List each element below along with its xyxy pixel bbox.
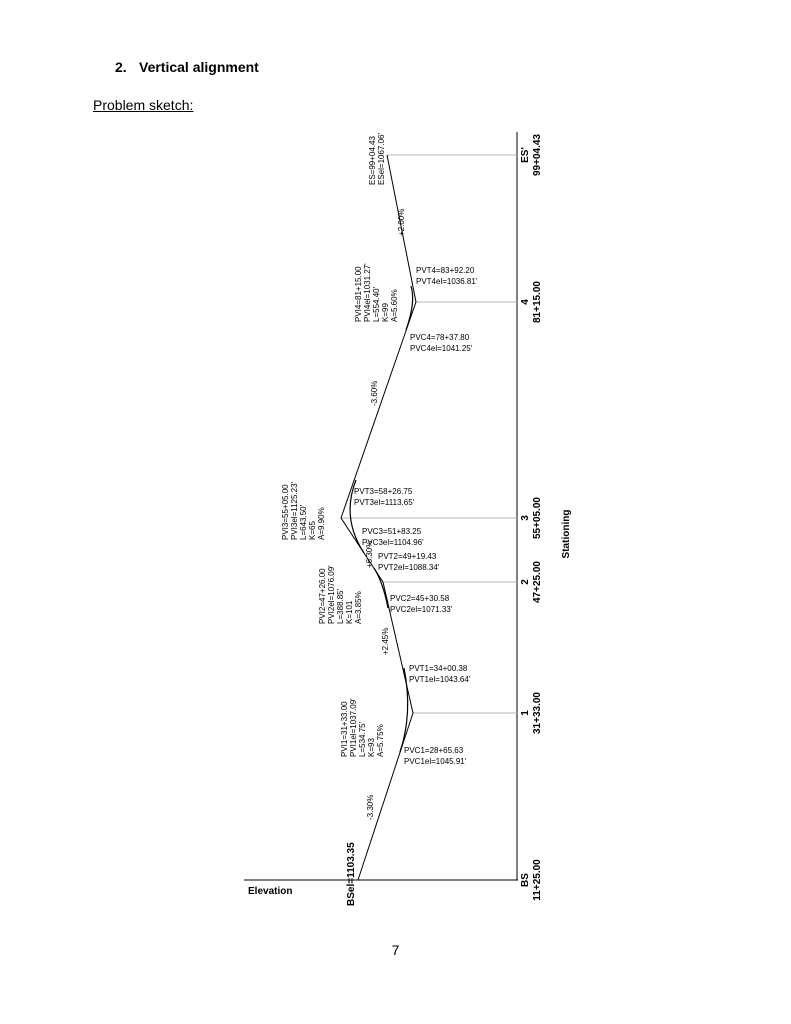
vertical-curve-1: [399, 667, 409, 753]
pvt-1-elevation: PVT1el=1043.64': [409, 675, 471, 684]
section-title: Vertical alignment: [139, 59, 259, 75]
station-num-es: ES': [520, 147, 531, 163]
end-station-line-1: ES=99+04.43: [368, 136, 377, 185]
pvc-1-elevation: PVC1el=1045.91': [404, 757, 467, 766]
pvi-1-line-2: PVI1el=1037.09': [349, 698, 358, 757]
section-number: 2.: [115, 59, 127, 75]
grade-label-2: +2.45%: [381, 628, 390, 655]
section-heading: 2. Vertical alignment: [115, 59, 259, 75]
pvc-4-station: PVC4=78+37.80: [410, 333, 470, 342]
pvi-4-line-2: PVI4el=1031.27': [363, 263, 372, 322]
pvi-3-line-4: K=65: [308, 521, 317, 540]
pvi-1-block: PVI1=31+33.00 PVI1el=1037.09' L=534.75' …: [340, 698, 385, 757]
begin-station-elevation: BSel=1103.35: [346, 842, 357, 906]
grade-label-4: -3.60%: [370, 381, 379, 406]
pvi-1-line-1: PVI1=31+33.00: [340, 701, 349, 757]
pvi-3-line-1: PVI3=55+05.00: [281, 484, 290, 540]
station-num-1: 1: [520, 710, 531, 716]
vertical-curve-2: [373, 567, 389, 609]
station-num-4: 4: [520, 299, 531, 305]
pvt-3-elevation: PVT3el=1113.65': [354, 498, 415, 507]
pvc-2-elevation: PVC2el=1071.33': [390, 605, 453, 614]
station-num-bs: BS: [520, 873, 531, 887]
pvi-3-line-5: A=9.90%: [317, 507, 326, 540]
pvi-1-line-5: A=5.75%: [376, 724, 385, 757]
station-value-2: 47+25.00: [532, 561, 543, 603]
pvi-2-line-3: L=388.85': [336, 588, 345, 624]
pvi-3-line-2: PVI3el=1125.23': [290, 481, 299, 540]
grade-label-3: +6.30%: [365, 541, 374, 568]
pvi-4-block: PVI4=81+15.00 PVI4el=1031.27' L=554.40' …: [354, 263, 399, 322]
pvt-1-station: PVT1=34+00.38: [409, 664, 468, 673]
page-number: 7: [391, 942, 400, 958]
pvi-4-line-3: L=554.40': [372, 286, 381, 322]
station-value-1: 31+33.00: [532, 692, 543, 734]
pvi-2-line-5: A=3.85%: [354, 591, 363, 624]
pvc-2-station: PVC2=45+30.58: [390, 594, 450, 603]
pvi-1-line-3: L=534.75': [358, 721, 367, 757]
pvi-2-block: PVI2=47+26.00 PVI2el=1076.09' L=388.85' …: [318, 565, 363, 624]
problem-sketch-label: Problem sketch:: [93, 97, 194, 113]
pvi-3-block: PVI3=55+05.00 PVI3el=1125.23' L=643.50' …: [281, 481, 326, 540]
pvi-2-line-1: PVI2=47+26.00: [318, 568, 327, 624]
pvi-4-line-4: K=99: [381, 303, 390, 322]
pvc-3-station: PVC3=51+83.25: [362, 527, 422, 536]
pvi-4-line-1: PVI4=81+15.00: [354, 266, 363, 322]
pvi-2-line-2: PVI2el=1076.09': [327, 565, 336, 624]
pvt-3-station: PVT3=58+26.75: [354, 487, 413, 496]
pvc-3-elevation: PVC3el=1104.96': [362, 538, 424, 547]
grade-label-1: -3.30%: [366, 795, 375, 820]
station-value-4: 81+15.00: [532, 281, 543, 323]
pvt-4-station: PVT4=83+92.20: [416, 266, 475, 275]
pvt-4-elevation: PVT4el=1036.81': [416, 277, 478, 286]
pvc-4-elevation: PVC4el=1041.25': [410, 344, 473, 353]
pvi-4-line-5: A=5.60%: [390, 289, 399, 322]
station-value-bs: 11+25.00: [532, 859, 543, 901]
vertical-curve-3: [349, 479, 365, 554]
pvt-2-station: PVT2=49+19.43: [378, 552, 437, 561]
station-value-3: 55+05.00: [532, 497, 543, 539]
stationing-axis-label: Stationing: [561, 510, 572, 559]
vertical-curve-4: [405, 285, 414, 331]
end-station-block: ES=99+04.43 ESel=1067.06': [368, 133, 386, 185]
pvi-3-line-3: L=643.50': [299, 504, 308, 540]
pvc-1-station: PVC1=28+65.63: [404, 746, 464, 755]
pvi-2-line-4: K=101: [345, 600, 354, 624]
end-station-line-2: ESel=1067.06': [377, 133, 386, 185]
pvi-1-line-4: K=93: [367, 738, 376, 757]
station-value-es: 99+04.43: [532, 134, 543, 176]
station-num-3: 3: [520, 515, 531, 521]
station-num-2: 2: [520, 579, 531, 585]
pvt-2-elevation: PVT2el=1088.34': [378, 563, 440, 572]
grade-label-5: +2.00%: [397, 209, 406, 236]
elevation-axis-label: Elevation: [248, 886, 292, 897]
